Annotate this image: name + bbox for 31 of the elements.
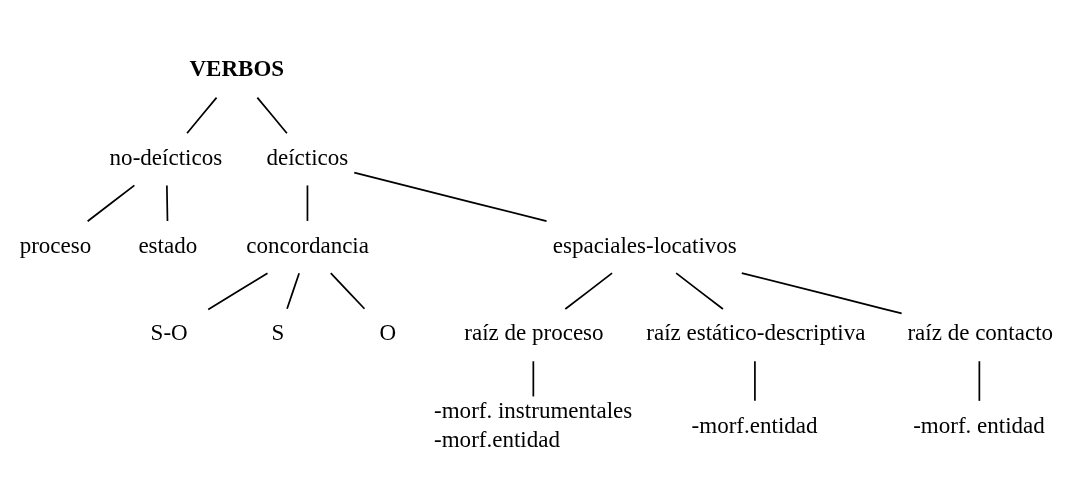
connector (532, 360, 535, 398)
node-text: O (379, 319, 397, 346)
connector (329, 272, 366, 310)
connector (978, 360, 981, 402)
connector (286, 272, 300, 310)
node-text: raíz estático-descriptiva (646, 319, 866, 346)
node-text: espaciales-locativos (552, 231, 737, 258)
connector (675, 272, 724, 310)
connector (306, 184, 309, 222)
node-text: raíz de proceso (464, 319, 604, 346)
node-text: S-O (150, 319, 188, 346)
node-text: concordancia (246, 231, 369, 258)
node-text: S (271, 319, 285, 346)
connector (754, 360, 756, 402)
node-text: -morf. entidad (913, 411, 1045, 438)
connector (564, 272, 613, 310)
node-text: no-deícticos (109, 143, 223, 170)
node-text: deícticos (266, 143, 349, 170)
connector (86, 184, 136, 223)
node-text: proceso (19, 231, 92, 258)
connector (740, 272, 903, 315)
connector (256, 96, 288, 135)
connector (207, 272, 269, 311)
node-text: -morf. instrumentales -morf.entidad (434, 397, 633, 452)
node-text: raíz de contacto (907, 319, 1054, 346)
connector (186, 96, 218, 135)
node-text: VERBOS (189, 54, 285, 81)
connector (166, 184, 169, 222)
node-text: -morf.entidad (691, 411, 818, 438)
connector (353, 171, 548, 222)
node-text: estado (138, 231, 198, 258)
